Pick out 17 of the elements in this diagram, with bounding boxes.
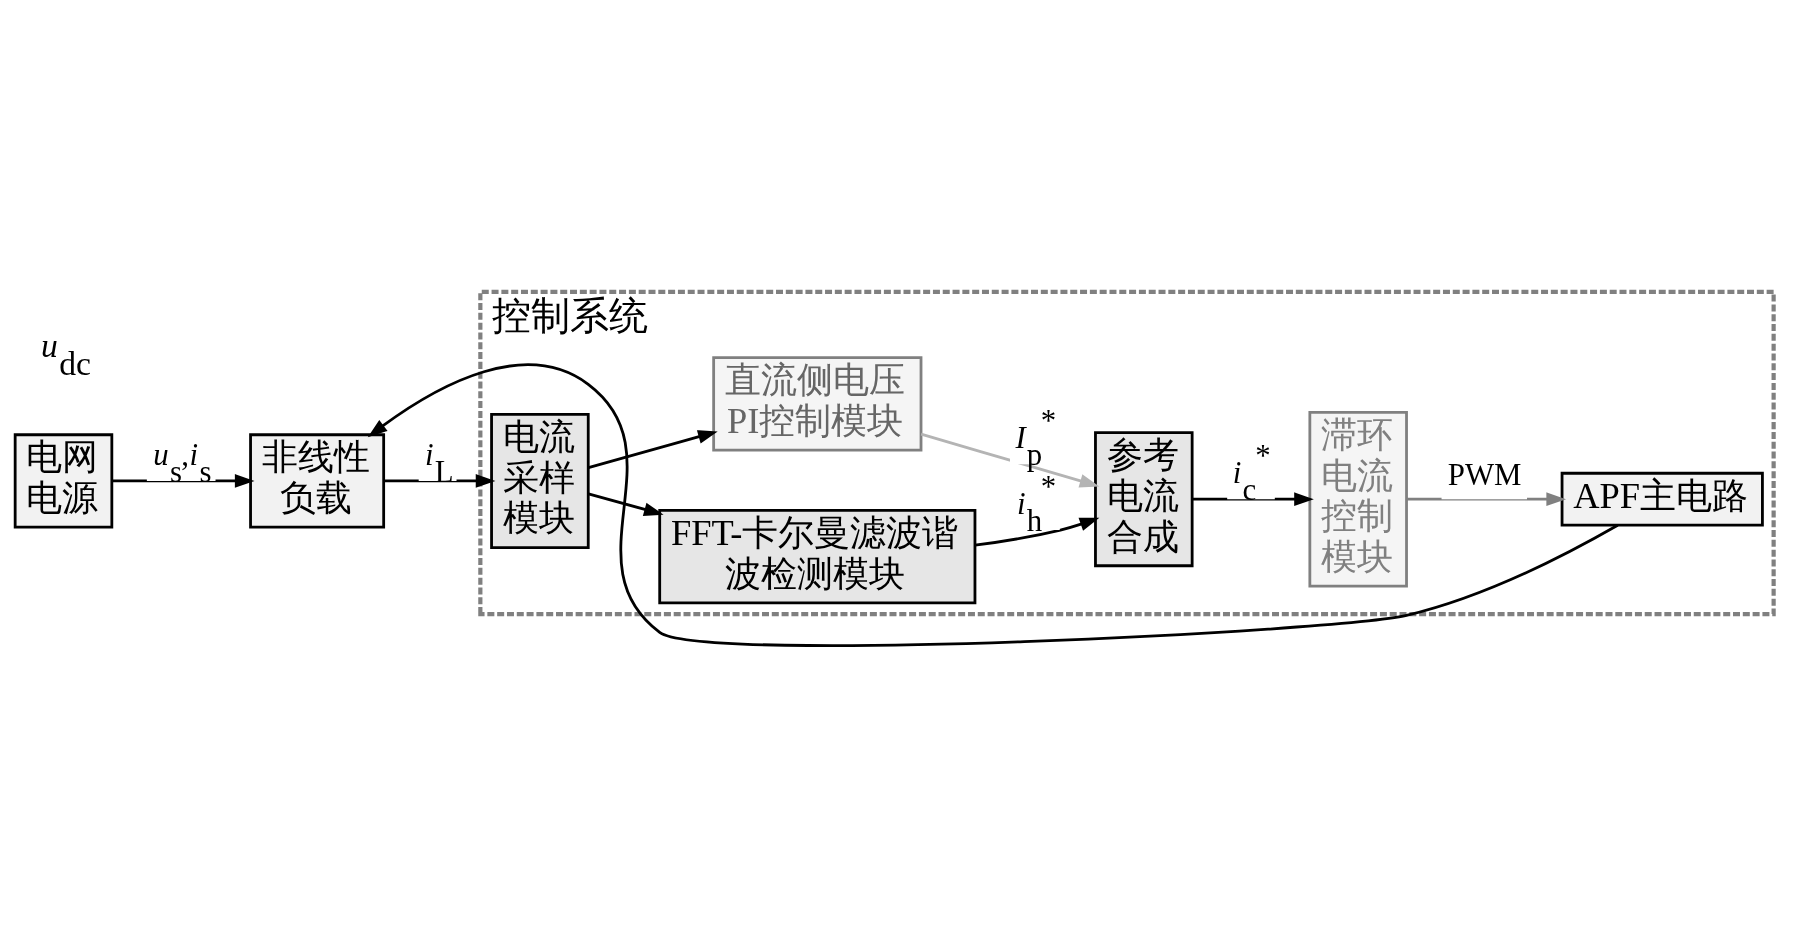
arrow bbox=[974, 517, 1100, 547]
node-box: 滞环电流控制模块 bbox=[1308, 410, 1408, 587]
node-box: 非线性负载 bbox=[249, 432, 386, 529]
node-box: 电网电源 bbox=[13, 432, 114, 529]
node-box: FFT-卡尔曼滤波谐波检测模块 bbox=[658, 508, 977, 604]
node-box: 电流采样模块 bbox=[490, 412, 590, 549]
arrow bbox=[367, 363, 1619, 647]
node-box: APF主电路 bbox=[1560, 471, 1764, 526]
arrow bbox=[588, 492, 664, 516]
edge-label: PWM bbox=[1447, 457, 1522, 492]
node-box: 参考电流合成 bbox=[1094, 430, 1194, 567]
arrow bbox=[112, 473, 255, 488]
arrow bbox=[920, 432, 1100, 488]
arrow bbox=[588, 429, 718, 469]
arrow bbox=[1406, 491, 1566, 506]
node-box: 直流侧电压PI控制模块 bbox=[712, 355, 923, 452]
arrow bbox=[1192, 491, 1314, 506]
